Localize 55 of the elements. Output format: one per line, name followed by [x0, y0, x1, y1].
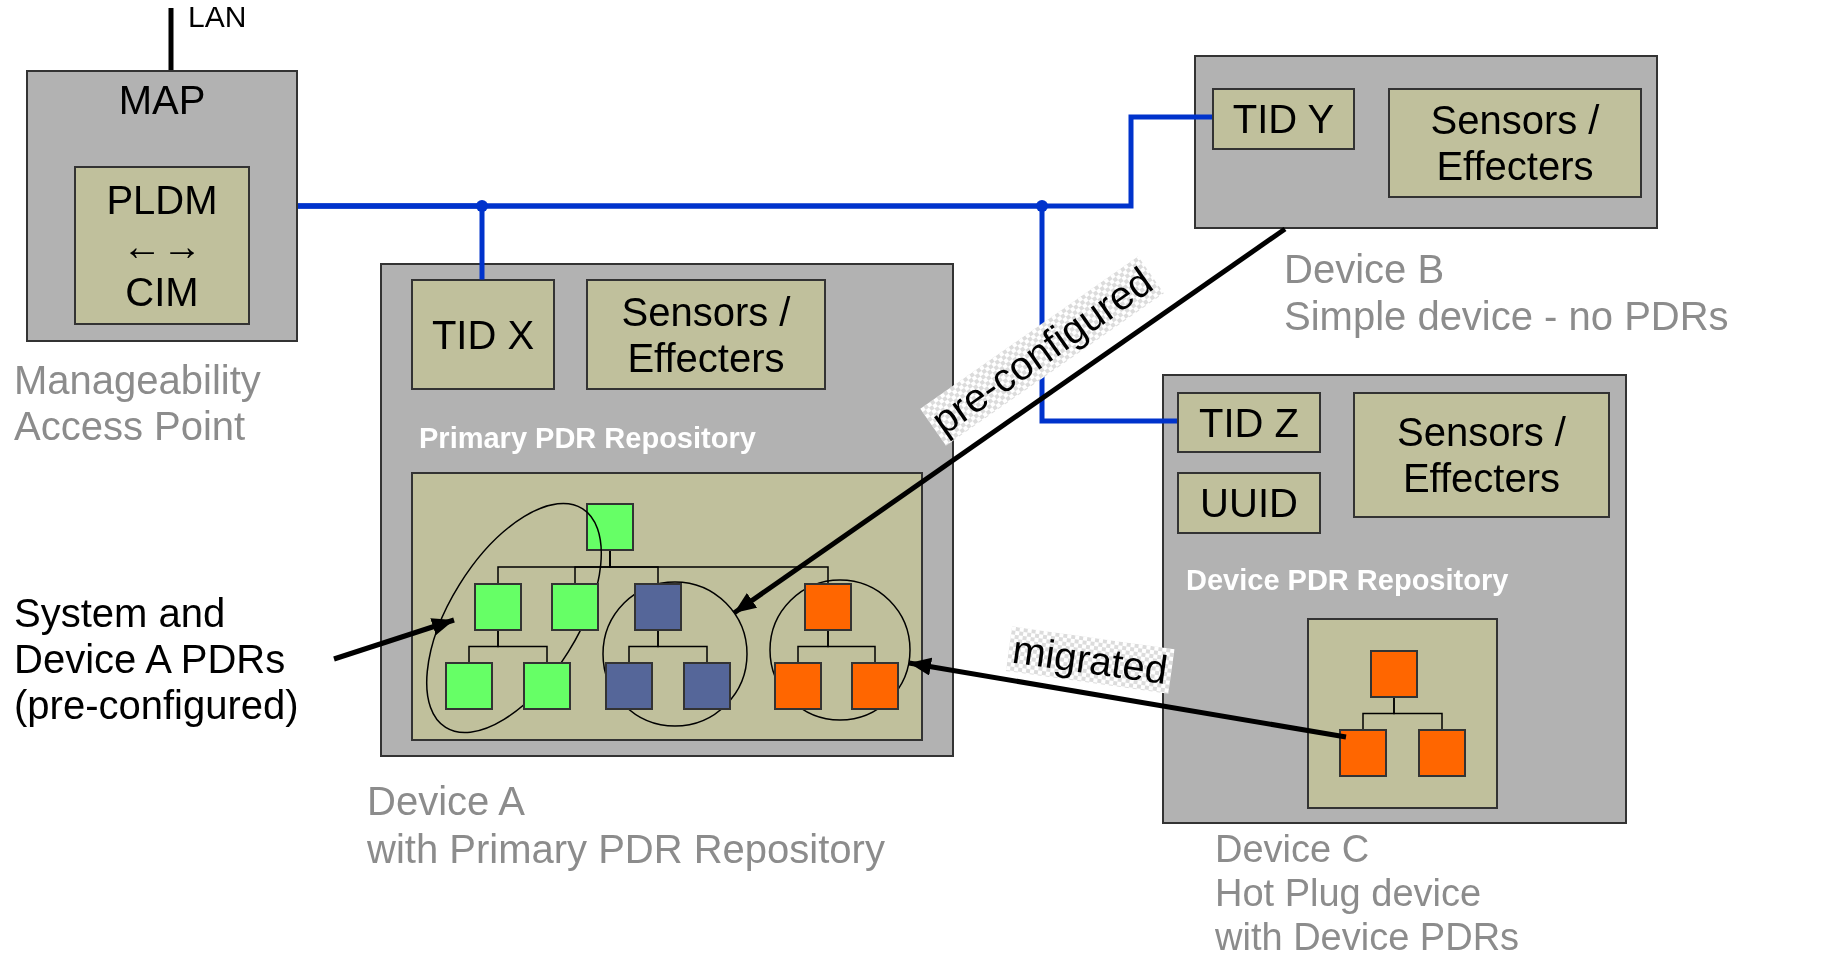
device-caption: Hot Plug device with Device PDRs: [1215, 872, 1521, 960]
pdr-square: [851, 662, 899, 710]
component-box: [74, 166, 250, 325]
connector-line: [1393, 697, 1443, 730]
pdr-square: [774, 662, 822, 710]
box-label: Sensors / Effecters: [1396, 409, 1567, 501]
box-label: Sensors / Effecters: [620, 288, 792, 381]
component-box: [586, 279, 826, 390]
component-box: [1177, 472, 1321, 534]
pdr-square: [523, 662, 571, 710]
arrow: [333, 617, 455, 662]
connector-line: [827, 630, 876, 663]
pdr-square: [605, 662, 653, 710]
device-caption: Device C: [1215, 828, 1371, 872]
pdr-square: [683, 662, 731, 710]
device-caption: Simple device - no PDRs: [1284, 293, 1730, 339]
component-box: [1212, 88, 1355, 150]
pdr-square: [445, 662, 493, 710]
device-box: [26, 70, 298, 342]
pdr-square: [804, 583, 852, 631]
component-box: [1177, 392, 1321, 453]
pdr-square: [474, 583, 522, 631]
text-label: System and Device A PDRs (pre-configured): [14, 590, 334, 730]
component-box: [1388, 88, 1642, 198]
connector-line: [609, 550, 829, 584]
pdr-square: [1370, 650, 1418, 698]
connector-line: [298, 203, 1177, 424]
text-label: LAN: [188, 0, 248, 40]
arrow: [908, 657, 1347, 740]
box-label: UUID: [1200, 480, 1298, 526]
pdr-square: [634, 583, 682, 631]
pdr-square: [586, 503, 634, 551]
connector-line: [168, 8, 174, 70]
box-label: Sensors / Effecters: [1429, 97, 1601, 189]
pdr-square: [1418, 729, 1466, 777]
repository-heading: Primary PDR Repository: [419, 422, 756, 455]
component-box: [411, 279, 555, 390]
device-box: [1194, 55, 1658, 229]
repository-heading: Device PDR Repository: [1186, 564, 1509, 597]
device-caption: Manageability Access Point: [14, 357, 262, 449]
arrow: [732, 226, 1287, 616]
box-label: TID Y: [1232, 96, 1335, 142]
pdr-square: [551, 583, 599, 631]
box-label: PLDM ←→ CIM: [106, 176, 218, 315]
connector-line: [497, 630, 548, 663]
component-box: [1353, 392, 1610, 518]
device-caption: Device B: [1284, 246, 1446, 292]
device-caption: with Primary PDR Repository: [367, 826, 886, 872]
device-caption: Device A: [367, 778, 526, 824]
box-label: TID X: [431, 311, 535, 358]
connector-line: [657, 630, 708, 663]
box-label: TID Z: [1199, 399, 1299, 446]
box-title: MAP: [117, 77, 207, 123]
edge-label: migrated: [1005, 626, 1174, 694]
pdr-square: [1339, 729, 1387, 777]
